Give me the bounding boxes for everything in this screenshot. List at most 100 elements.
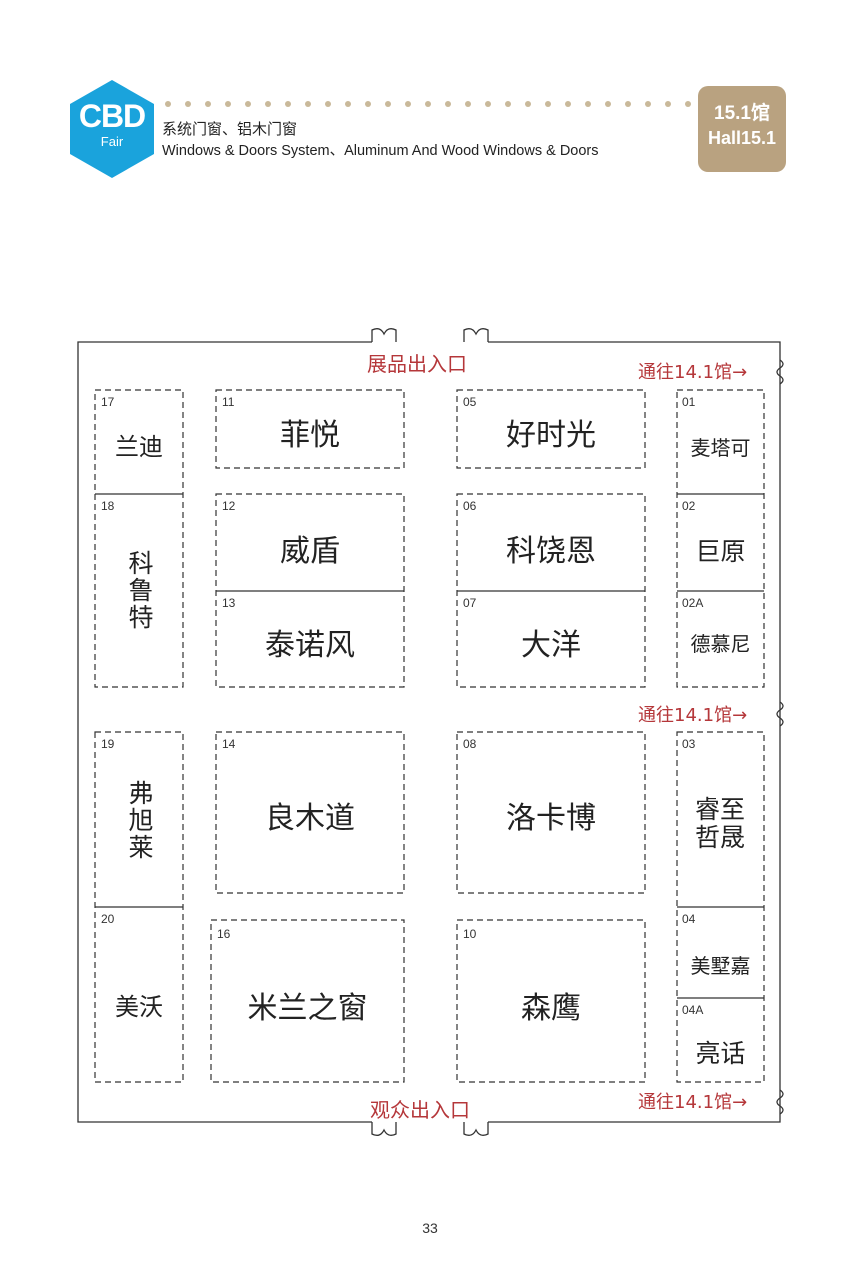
booth-10-number: 10 bbox=[463, 927, 477, 941]
booth-05-name: 好时光 bbox=[506, 418, 596, 453]
header-dot bbox=[245, 101, 251, 107]
header-dot bbox=[445, 101, 451, 107]
booth-20-name: 美沃 bbox=[115, 993, 163, 1021]
booth-01-name: 麦塔可 bbox=[690, 436, 751, 460]
header-dot bbox=[585, 101, 591, 107]
door-bottom-left-icon bbox=[371, 1122, 397, 1136]
booth-block-11 bbox=[215, 389, 405, 469]
booth-14-number: 14 bbox=[222, 737, 236, 751]
header-dot bbox=[625, 101, 631, 107]
booth-17-number: 17 bbox=[101, 395, 115, 409]
booth-block-10 bbox=[456, 919, 646, 1083]
booth-block-16 bbox=[210, 919, 405, 1083]
door-bottom-right-icon bbox=[463, 1122, 489, 1136]
passage-squiggle-3-icon bbox=[776, 1089, 784, 1115]
booth-07-name: 大洋 bbox=[521, 628, 581, 663]
door-top-right-icon bbox=[463, 328, 489, 342]
page-number: 33 bbox=[422, 1220, 438, 1236]
header-dot bbox=[605, 101, 611, 107]
header-dot bbox=[325, 101, 331, 107]
category-title-en: Windows & Doors System、Aluminum And Wood… bbox=[162, 143, 599, 159]
door-top-left-icon bbox=[371, 328, 397, 342]
booth-16-number: 16 bbox=[217, 927, 231, 941]
header-dot bbox=[305, 101, 311, 107]
booth-02-name: 巨原 bbox=[695, 537, 746, 566]
booth-06-number: 06 bbox=[463, 499, 477, 513]
booth-block-05 bbox=[456, 389, 646, 469]
booth-03-name: 睿至哲晟 bbox=[694, 795, 745, 852]
category-title-cn: 系统门窗、铝木门窗 bbox=[162, 120, 298, 138]
header-dot bbox=[285, 101, 291, 107]
booth-13-name: 泰诺风 bbox=[265, 628, 355, 663]
booth-19-number: 19 bbox=[101, 737, 115, 751]
booth-02A-number: 02A bbox=[682, 596, 704, 610]
booth-block-17-18 bbox=[94, 389, 184, 688]
booth-11-name: 菲悦 bbox=[280, 418, 340, 453]
header-dot bbox=[645, 101, 651, 107]
logo-sub-text: Fair bbox=[100, 134, 124, 149]
header-dot bbox=[165, 101, 171, 107]
booth-04-number: 04 bbox=[682, 912, 696, 926]
header-dot bbox=[485, 101, 491, 107]
header-dotted-line bbox=[165, 101, 691, 107]
booth-13-number: 13 bbox=[222, 596, 236, 610]
booth-05-number: 05 bbox=[463, 395, 477, 409]
booth-04A-number: 04A bbox=[682, 1003, 704, 1017]
booth-08-name: 洛卡博 bbox=[506, 801, 596, 836]
booth-11-number: 11 bbox=[222, 395, 235, 409]
header-dot bbox=[525, 101, 531, 107]
hall-badge-cn: 15.1馆 bbox=[714, 103, 770, 124]
passage-label-middle: 通往14.1馆→ bbox=[638, 705, 748, 726]
hall-badge: 15.1馆 Hall15.1 bbox=[698, 86, 786, 172]
booth-20-number: 20 bbox=[101, 912, 115, 926]
booth-12-number: 12 bbox=[222, 499, 236, 513]
header-dot bbox=[365, 101, 371, 107]
booth-14-name: 良木道 bbox=[265, 801, 355, 836]
booth-19-name: 弗旭莱 bbox=[125, 780, 154, 861]
booth-18-name: 科鲁特 bbox=[125, 550, 154, 631]
header-dot bbox=[505, 101, 511, 107]
passage-label-bottom: 通往14.1馆→ bbox=[638, 1092, 748, 1113]
booth-01-number: 01 bbox=[682, 395, 696, 409]
booth-08-number: 08 bbox=[463, 737, 477, 751]
header-dot bbox=[565, 101, 571, 107]
booth-17-name: 兰迪 bbox=[115, 433, 163, 461]
booth-02A-name: 德慕尼 bbox=[690, 632, 751, 656]
header-dot bbox=[545, 101, 551, 107]
passage-squiggle-1-icon bbox=[776, 359, 784, 385]
header-dot bbox=[685, 101, 691, 107]
header-dot bbox=[205, 101, 211, 107]
hall-outer-wall bbox=[77, 341, 372, 1123]
passage-label-top: 通往14.1馆→ bbox=[638, 362, 748, 383]
booth-02-number: 02 bbox=[682, 499, 696, 513]
passage-squiggle-2-icon bbox=[776, 701, 784, 727]
booth-10-name: 森鹰 bbox=[521, 991, 581, 1026]
hall-outer-wall-right bbox=[488, 341, 781, 1123]
header-dot bbox=[405, 101, 411, 107]
booth-block-08 bbox=[456, 731, 646, 894]
booth-12-name: 威盾 bbox=[280, 534, 340, 569]
booth-18-number: 18 bbox=[101, 499, 115, 513]
header-dot bbox=[665, 101, 671, 107]
header-dot bbox=[465, 101, 471, 107]
exhibit-entrance-label: 展品出入口 bbox=[367, 352, 467, 376]
booth-03-number: 03 bbox=[682, 737, 696, 751]
visitor-entrance-label: 观众出入口 bbox=[370, 1098, 470, 1122]
header-dot bbox=[185, 101, 191, 107]
booth-block-14 bbox=[215, 731, 405, 894]
cbd-logo-hexagon-icon bbox=[70, 80, 154, 178]
booth-06-name: 科饶恩 bbox=[506, 534, 596, 569]
hall-badge-en: Hall15.1 bbox=[707, 128, 777, 148]
booth-04A-name: 亮话 bbox=[695, 1039, 746, 1068]
header-dot bbox=[345, 101, 351, 107]
header-dot bbox=[265, 101, 271, 107]
booth-04-name: 美墅嘉 bbox=[690, 954, 751, 978]
logo-main-text: CBD bbox=[78, 98, 146, 134]
booth-16-name: 米兰之窗 bbox=[247, 991, 368, 1026]
header-dot bbox=[225, 101, 231, 107]
header-dot bbox=[385, 101, 391, 107]
header-dot bbox=[425, 101, 431, 107]
booth-block-01-02A bbox=[676, 389, 765, 688]
booth-07-number: 07 bbox=[463, 596, 477, 610]
